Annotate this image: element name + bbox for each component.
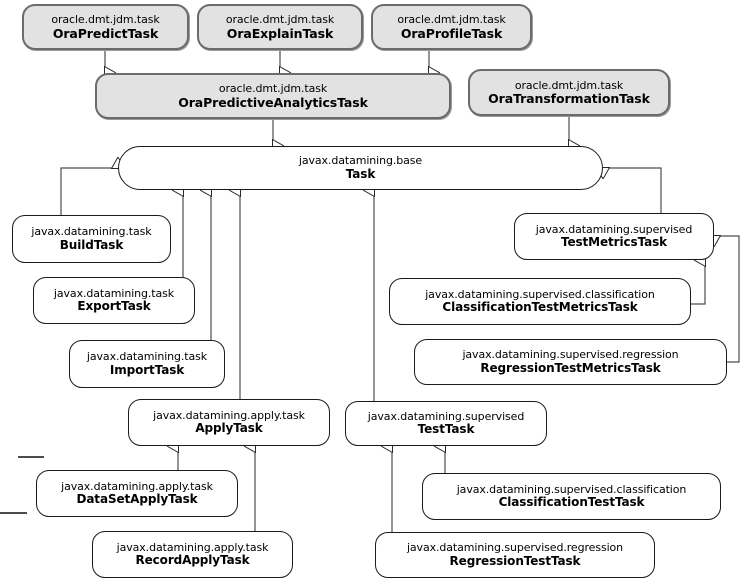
class-name-label: ClassificationTestMetricsTask <box>442 300 638 315</box>
class-name-label: OraTransformationTask <box>488 91 650 107</box>
class-package-label: oracle.dmt.jdm.task <box>51 13 160 27</box>
class-name-label: BuildTask <box>59 237 124 252</box>
class-name-label: RegressionTestTask <box>449 553 581 568</box>
class-node-oraprofiletask[interactable]: oracle.dmt.jdm.task OraProfileTask <box>371 4 532 50</box>
class-name-label: OraPredictTask <box>52 25 159 41</box>
class-node-buildtask[interactable]: javax.datamining.task BuildTask <box>12 215 171 263</box>
class-package-label: oracle.dmt.jdm.task <box>225 13 335 27</box>
class-node-datasetapplytask[interactable]: javax.datamining.apply.task DataSetApply… <box>36 470 238 517</box>
class-node-classificationtestmetricstask[interactable]: javax.datamining.supervised.classificati… <box>389 278 691 325</box>
class-name-label: ExportTask <box>77 299 151 314</box>
class-name-label: OraPredictiveAnalyticsTask <box>178 94 368 110</box>
class-node-exporttask[interactable]: javax.datamining.task ExportTask <box>33 277 195 324</box>
class-name-label: OraProfileTask <box>400 25 503 41</box>
class-node-classificationtesttask[interactable]: javax.datamining.supervised.classificati… <box>422 473 721 520</box>
class-package-label: javax.datamining.supervised.regression <box>462 348 679 362</box>
class-package-label: javax.datamining.apply.task <box>153 408 305 422</box>
class-package-label: oracle.dmt.jdm.task <box>514 78 624 92</box>
edge-fragment-upper <box>18 456 44 458</box>
class-node-oraexplaintask[interactable]: oracle.dmt.jdm.task OraExplainTask <box>197 4 363 50</box>
class-package-label: javax.datamining.task <box>53 286 175 300</box>
class-package-label: oracle.dmt.jdm.task <box>397 13 506 27</box>
class-name-label: Task <box>345 166 376 181</box>
class-package-label: oracle.dmt.jdm.task <box>218 82 328 96</box>
class-node-testtask[interactable]: javax.datamining.supervised TestTask <box>345 401 547 446</box>
class-package-label: javax.datamining.supervised.regression <box>406 541 624 555</box>
class-package-label: javax.datamining.supervised <box>367 409 525 423</box>
class-package-label: javax.datamining.apply.task <box>116 540 269 554</box>
class-node-regressiontestmetricstask[interactable]: javax.datamining.supervised.regression R… <box>414 339 727 385</box>
class-name-label: RegressionTestMetricsTask <box>480 360 661 375</box>
class-node-testmetricstask[interactable]: javax.datamining.supervised TestMetricsT… <box>514 213 714 260</box>
class-node-importtask[interactable]: javax.datamining.task ImportTask <box>69 340 225 388</box>
class-package-label: javax.datamining.base <box>298 154 423 168</box>
class-package-label: javax.datamining.apply.task <box>61 479 213 493</box>
class-package-label: javax.datamining.task <box>31 225 152 239</box>
edge-fragment-lower <box>0 512 27 514</box>
class-node-task[interactable]: javax.datamining.base Task <box>118 146 603 190</box>
class-package-label: javax.datamining.supervised <box>535 222 693 236</box>
class-package-label: javax.datamining.supervised.classificati… <box>425 287 655 301</box>
class-node-applytask[interactable]: javax.datamining.apply.task ApplyTask <box>128 399 330 446</box>
class-name-label: OraExplainTask <box>226 25 334 41</box>
class-package-label: javax.datamining.supervised.classificati… <box>456 482 687 496</box>
class-name-label: ClassificationTestTask <box>498 495 645 510</box>
class-name-label: TestMetricsTask <box>560 235 668 250</box>
class-node-orapredictiveanalyticstask[interactable]: oracle.dmt.jdm.task OraPredictiveAnalyti… <box>95 73 451 119</box>
class-name-label: ImportTask <box>109 362 185 377</box>
class-package-label: javax.datamining.task <box>86 350 208 364</box>
class-name-label: TestTask <box>417 422 475 437</box>
class-node-orapredicttask[interactable]: oracle.dmt.jdm.task OraPredictTask <box>22 4 189 50</box>
class-name-label: ApplyTask <box>195 421 263 436</box>
class-node-oratransformationtask[interactable]: oracle.dmt.jdm.task OraTransformationTas… <box>468 69 670 116</box>
class-node-recordapplytask[interactable]: javax.datamining.apply.task RecordApplyT… <box>92 531 293 578</box>
class-node-regressiontesttask[interactable]: javax.datamining.supervised.regression R… <box>375 532 655 578</box>
class-name-label: DataSetApplyTask <box>76 492 198 507</box>
class-name-label: RecordApplyTask <box>135 553 250 568</box>
